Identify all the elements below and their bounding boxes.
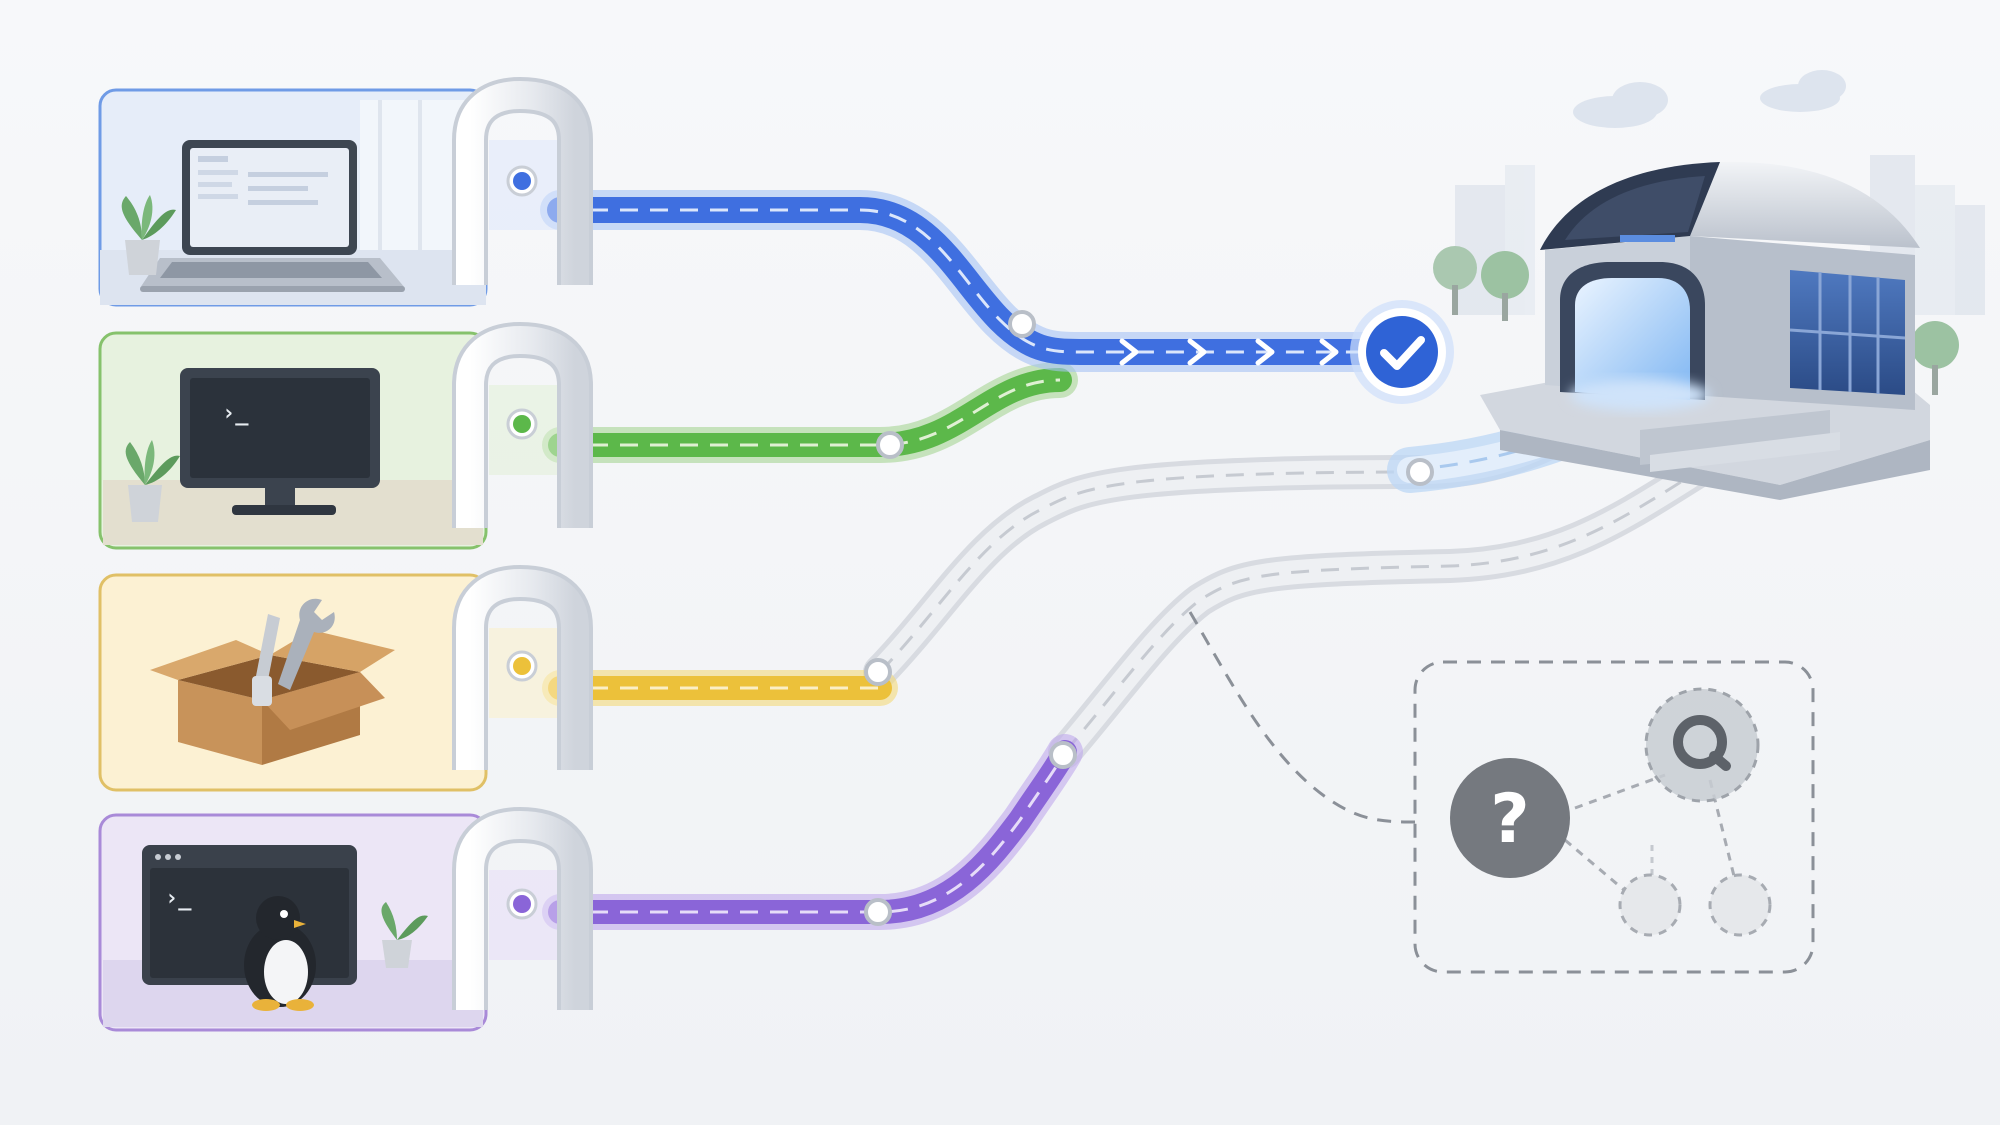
status-light-toolbox: [513, 657, 531, 675]
junction-node: [1008, 310, 1036, 338]
empty-node: [1618, 873, 1682, 937]
plant-icon: [125, 440, 180, 522]
desktop-terminal-icon: ›_: [180, 368, 380, 515]
status-light-desktop-terminal: [513, 415, 531, 433]
plant-icon: [121, 195, 176, 275]
terminal-prompt-text: ›_: [222, 401, 249, 426]
search-icon: [1644, 687, 1760, 803]
terminal-prompt-text: ›_: [165, 886, 192, 911]
source-panel-linux-terminal: ›_: [98, 813, 488, 1032]
cloud-icon: [1573, 70, 1846, 128]
gate-linux-terminal: [452, 807, 593, 1010]
empty-node: [1708, 873, 1772, 937]
idle-track-lower: [1048, 453, 1717, 769]
question-icon: ?: [1450, 758, 1570, 878]
laptop-icon: [140, 140, 405, 292]
junction-node: [876, 431, 904, 459]
direction-chevrons: [1119, 338, 1339, 366]
plant-icon: [381, 902, 428, 968]
junction-nodes: [864, 310, 1434, 926]
status-light-laptop: [513, 172, 531, 190]
status-light-linux-terminal: [513, 895, 531, 913]
gate-laptop: [452, 77, 593, 285]
question-mark-text: ?: [1490, 780, 1529, 859]
toolbox-icon: [150, 598, 395, 765]
track-linux-terminal: [542, 734, 1083, 930]
penguin-icon: [244, 896, 316, 1011]
junction-node: [864, 898, 892, 926]
source-panel-toolbox: [98, 573, 488, 792]
junction-node: [1406, 458, 1434, 486]
track-laptop: [540, 190, 1420, 372]
gate-desktop-terminal: [452, 322, 593, 528]
gate-toolbox: [452, 565, 593, 770]
check-circle-icon: [1350, 300, 1454, 404]
junction-node: [1049, 741, 1077, 769]
station-building-icon: [1433, 70, 1985, 500]
source-panel-laptop: [98, 88, 488, 307]
source-panel-desktop-terminal: ›_: [98, 331, 488, 550]
tree-icon: [1433, 246, 1959, 395]
junction-node: [864, 658, 892, 686]
unknown-node-panel: ?: [1188, 611, 1815, 974]
